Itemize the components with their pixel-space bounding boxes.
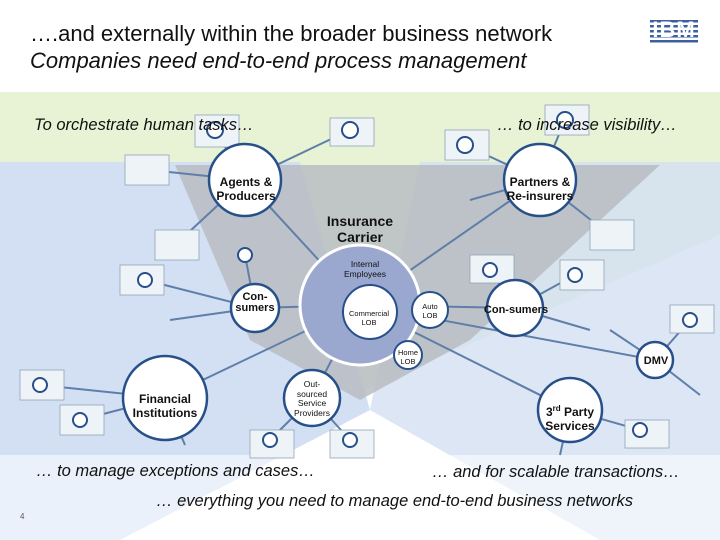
label-partners-reinsurers: Partners & Re-insurers xyxy=(502,175,578,203)
title-line-1: ….and externally within the broader busi… xyxy=(30,20,552,47)
title-line-2: Companies need end-to-end process manage… xyxy=(30,47,552,74)
label-insurance-carrier: Insurance Carrier xyxy=(318,213,402,245)
caption-top-right: … to increase visibility… xyxy=(497,116,677,135)
ibm-logo-text: IBM xyxy=(652,17,695,42)
caption-top-left: To orchestrate human tasks… xyxy=(34,116,254,135)
label-commercial-lob: Commercial LOB xyxy=(341,309,397,327)
third-party-suffix: Party xyxy=(561,405,594,419)
ibm-logo: IBM xyxy=(650,17,698,45)
label-internal-employees: Internal Employees xyxy=(335,259,395,279)
label-home-lob: Home LOB xyxy=(393,348,423,366)
label-financial-institutions: Financial Institutions xyxy=(116,392,214,420)
label-auto-lob: Auto LOB xyxy=(414,302,446,320)
third-party-line2: Services xyxy=(545,419,594,433)
label-third-party-services: 3rd Party Services xyxy=(530,402,610,433)
label-dmv: DMV xyxy=(636,354,676,368)
label-agents-producers: Agents & Producers xyxy=(210,175,282,203)
label-outsourced-providers: Out- sourced Service Providers xyxy=(282,380,342,418)
caption-bottom-left: … to manage exceptions and cases… xyxy=(36,462,315,481)
third-party-prefix: 3 xyxy=(546,405,553,419)
page-number: 4 xyxy=(20,512,24,521)
third-party-sup: rd xyxy=(553,404,561,413)
caption-bottom-right: … and for scalable transactions… xyxy=(432,463,680,482)
label-consumers-left: Con- sumers xyxy=(228,292,282,314)
slide-title: ….and externally within the broader busi… xyxy=(30,20,552,74)
caption-bottom-center: … everything you need to manage end-to-e… xyxy=(156,492,633,511)
label-consumers-right: Con-sumers xyxy=(480,303,552,317)
